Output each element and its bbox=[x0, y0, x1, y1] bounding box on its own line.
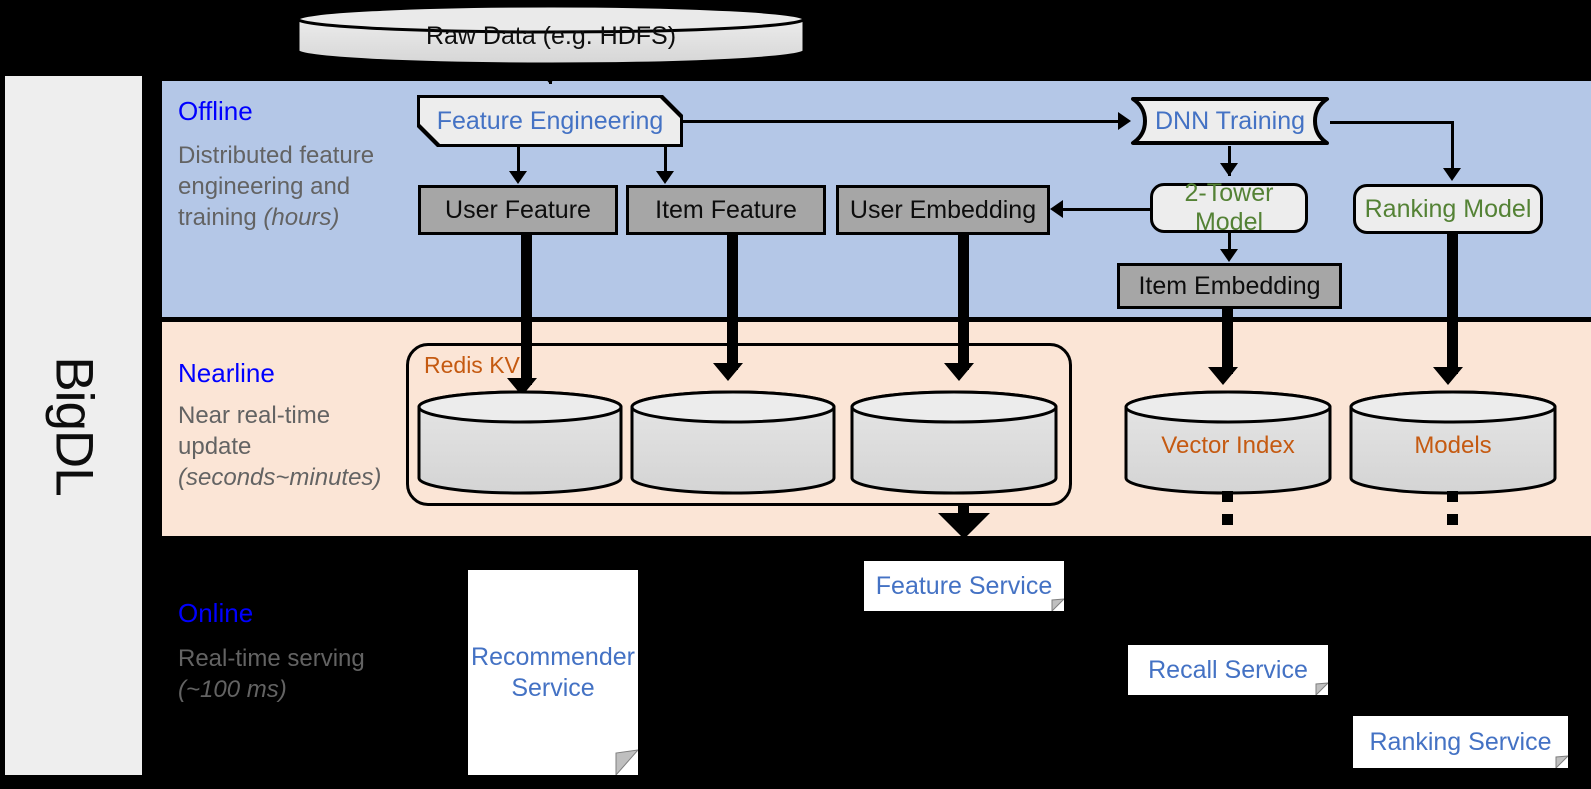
arrow-twotower-to-userembedding bbox=[1050, 200, 1063, 218]
redis-kv-label: Redis KV bbox=[424, 352, 520, 378]
pipe-userembedding-store bbox=[958, 235, 969, 370]
user-embedding-label: User Embedding bbox=[849, 195, 1037, 224]
nearline-title: Nearline bbox=[178, 358, 275, 388]
feature-engineering-label: Feature Engineering bbox=[436, 106, 664, 135]
arrow-fe-to-userfeature bbox=[509, 171, 527, 184]
bigdl-label: BigDL bbox=[44, 355, 103, 496]
models-cylinder[interactable]: Models bbox=[1349, 390, 1557, 495]
arrow-redis-to-featureservice bbox=[938, 513, 990, 539]
arrow-fe-to-itemfeature bbox=[656, 171, 674, 184]
arrow-itemfeature-to-store bbox=[713, 363, 743, 381]
pipe-models-ranking-dot1 bbox=[1447, 491, 1458, 502]
user-embedding-node[interactable]: User Embedding bbox=[836, 185, 1050, 235]
arrow-fe-to-dnn bbox=[1118, 112, 1131, 130]
ranking-service-label: Ranking Service bbox=[1369, 727, 1552, 756]
two-tower-model-node[interactable]: 2-Tower Model bbox=[1150, 179, 1308, 236]
connector-fe-dnn bbox=[683, 120, 1120, 123]
arrow-rankingmodel-to-models bbox=[1433, 367, 1463, 385]
redis-kv-container bbox=[406, 343, 1072, 506]
connector-dnn-ranking-h bbox=[1330, 121, 1453, 124]
user-embedding-store-cylinder[interactable] bbox=[850, 390, 1058, 495]
connector-fe-itemfeature bbox=[664, 147, 667, 179]
vector-index-cylinder[interactable]: Vector Index bbox=[1124, 390, 1332, 495]
pipe-redis-featureservice bbox=[958, 506, 969, 518]
ranking-model-label: Ranking Model bbox=[1364, 194, 1532, 223]
recommender-service-label: Recommender Service bbox=[471, 642, 635, 702]
ranking-service-node[interactable]: Ranking Service bbox=[1353, 716, 1570, 770]
item-feature-node[interactable]: Item Feature bbox=[626, 185, 826, 235]
arrow-itemembedding-to-vectorindex bbox=[1208, 367, 1238, 385]
feature-service-label: Feature Service bbox=[875, 571, 1053, 600]
vector-index-label: Vector Index bbox=[1161, 432, 1295, 459]
recommender-service-node[interactable]: Recommender Service bbox=[468, 570, 640, 777]
item-embedding-label: Item Embedding bbox=[1138, 271, 1321, 300]
item-embedding-node[interactable]: Item Embedding bbox=[1117, 263, 1342, 309]
offline-title: Offline bbox=[178, 96, 253, 126]
pipe-models-ranking-dot2 bbox=[1447, 514, 1458, 525]
item-feature-store-cylinder[interactable] bbox=[630, 390, 836, 495]
connector-twotower-itemembedding bbox=[1228, 233, 1231, 258]
arrow-userembedding-to-store bbox=[944, 363, 974, 381]
pipe-itemfeature-store bbox=[727, 235, 738, 370]
pipe-userfeature-store bbox=[521, 235, 532, 385]
arrow-rawdata-to-fe bbox=[535, 66, 565, 84]
arrow-dnn-to-ranking bbox=[1443, 168, 1461, 181]
item-feature-label: Item Feature bbox=[655, 195, 797, 224]
recall-service-label: Recall Service bbox=[1148, 655, 1308, 684]
nearline-subtitle: Near real-time update (seconds~minutes) bbox=[178, 402, 382, 491]
online-title: Online bbox=[178, 598, 254, 628]
recall-service-node[interactable]: Recall Service bbox=[1128, 645, 1330, 697]
pipe-vectorindex-recall-dot2 bbox=[1222, 514, 1233, 525]
raw-data-label: Raw Data (e.g. HDFS) bbox=[425, 22, 677, 50]
two-tower-model-label: 2-Tower Model bbox=[1184, 179, 1274, 236]
raw-data-cylinder: Raw Data (e.g. HDFS) bbox=[296, 4, 806, 66]
dnn-training-label: DNN Training bbox=[1154, 106, 1306, 135]
arrow-twotower-to-itemembedding bbox=[1220, 249, 1238, 262]
user-feature-label: User Feature bbox=[445, 195, 591, 224]
online-subtitle: Real-time serving (~100 ms) bbox=[178, 645, 365, 703]
pipe-rankingmodel-models bbox=[1447, 234, 1458, 374]
user-feature-node[interactable]: User Feature bbox=[418, 185, 618, 235]
connector-fe-userfeature bbox=[517, 147, 520, 179]
user-feature-store-cylinder[interactable] bbox=[417, 390, 623, 495]
connector-dnn-ranking-v bbox=[1451, 121, 1454, 178]
pipe-vectorindex-recall-dot1 bbox=[1222, 491, 1233, 502]
connector-dnn-twotower bbox=[1228, 146, 1231, 176]
feature-service-node[interactable]: Feature Service bbox=[864, 561, 1066, 613]
bigdl-platform-rail: BigDL bbox=[5, 76, 142, 775]
models-label: Models bbox=[1414, 432, 1492, 459]
arrow-dnn-to-twotower bbox=[1220, 163, 1238, 176]
feature-engineering-node[interactable]: Feature Engineering bbox=[420, 98, 680, 144]
ranking-model-node[interactable]: Ranking Model bbox=[1353, 184, 1543, 234]
dnn-training-node[interactable]: DNN Training bbox=[1130, 96, 1330, 146]
pipe-itemembedding-vectorindex bbox=[1222, 309, 1233, 374]
connector-twotower-userembedding bbox=[1063, 208, 1151, 211]
offline-subtitle: Distributed feature engineering and trai… bbox=[178, 142, 375, 231]
